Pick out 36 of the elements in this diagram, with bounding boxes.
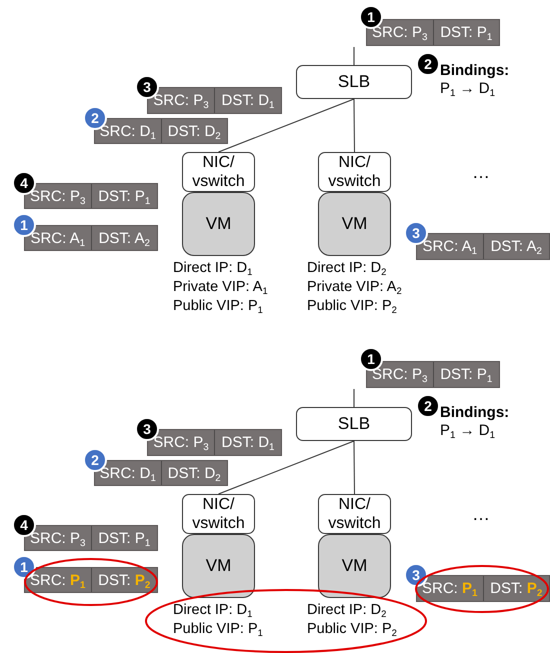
header-field-text: DST: P$_{1}$ <box>432 362 499 387</box>
address-note: Direct IP: D$_{1}$ Private VIP: A$_{1}$ Public VIP: P$_{1}$ <box>173 259 269 316</box>
step-number-badge: 2 <box>416 394 440 418</box>
header-field-text: DST: P$_{1}$ <box>432 20 499 45</box>
connector-line <box>354 98 355 152</box>
vswitch-box: NIC/ vswitch <box>318 152 391 192</box>
load-balancer-box: SLB <box>296 65 412 99</box>
header-field-text: DST: D$_{1}$ <box>214 88 281 113</box>
bindings-heading: Bindings: <box>440 62 510 79</box>
header-field-text: DST: D$_{1}$ <box>214 430 281 455</box>
header-field-text: DST: A$_{2}$ <box>482 234 549 259</box>
header-field-text: DST: P$_{2}$ <box>482 576 549 601</box>
vm-box: VM <box>318 534 391 598</box>
header-field-text: DST: P$_{2}$ <box>90 568 157 592</box>
ellipsis-text: … <box>472 162 490 183</box>
step-number-badge: 2 <box>416 52 440 76</box>
vswitch-box: NIC/ vswitch <box>182 494 255 534</box>
header-field-text: DST: A$_{2}$ <box>90 226 157 250</box>
connector-line <box>354 440 355 494</box>
header-field-text: DST: D$_{2}$ <box>160 119 227 143</box>
vswitch-box: NIC/ vswitch <box>182 152 255 192</box>
address-note: Direct IP: D$_{2}$ Private VIP: A$_{2}$ Public VIP: P$_{2}$ <box>307 259 403 316</box>
ellipsis-text: … <box>472 504 490 525</box>
bindings-heading: Bindings: <box>440 404 510 421</box>
binding-text: P$_{1}$ → D$_{1}$ <box>440 80 496 97</box>
address-note: Direct IP: D$_{2}$ Public VIP: P$_{2}$ <box>307 601 398 639</box>
header-field-text: DST: D$_{2}$ <box>160 461 227 485</box>
vm-box: VM <box>182 192 255 256</box>
vswitch-box: NIC/ vswitch <box>318 494 391 534</box>
header-field-text: DST: P$_{1}$ <box>90 526 157 550</box>
header-field-text: DST: P$_{1}$ <box>90 184 157 208</box>
vm-box: VM <box>318 192 391 256</box>
address-note: Direct IP: D$_{1}$ Public VIP: P$_{1}$ <box>173 601 264 639</box>
binding-text: P$_{1}$ → D$_{1}$ <box>440 422 496 439</box>
vm-box: VM <box>182 534 255 598</box>
load-balancer-box: SLB <box>296 407 412 441</box>
